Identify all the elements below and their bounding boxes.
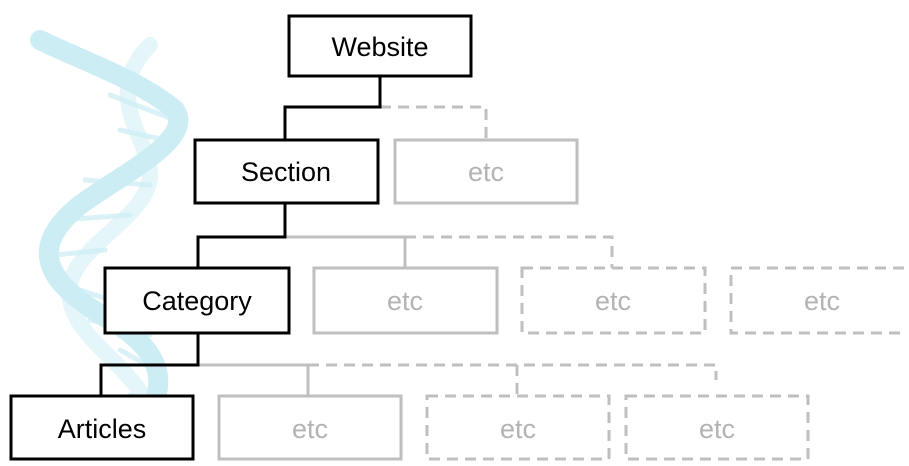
secondary-connectors bbox=[198, 105, 718, 396]
node-category-etc-1: etc bbox=[312, 266, 499, 335]
node-category-etc-3-label: etc bbox=[804, 286, 840, 316]
node-category-etc-1-label: etc bbox=[387, 286, 423, 316]
node-section-etc-label: etc bbox=[468, 157, 504, 187]
node-articles-etc-1-label: etc bbox=[292, 414, 328, 444]
node-category-etc-3: etc bbox=[729, 266, 904, 335]
node-category-label: Category bbox=[142, 286, 252, 316]
node-articles-label: Articles bbox=[58, 414, 147, 444]
node-website: Website bbox=[287, 14, 473, 78]
node-section: Section bbox=[193, 138, 380, 205]
node-section-label: Section bbox=[241, 157, 331, 187]
node-articles-etc-3-label: etc bbox=[699, 414, 735, 444]
primary-connectors bbox=[99, 76, 382, 396]
node-category-etc-2: etc bbox=[520, 266, 707, 335]
node-section-etc: etc bbox=[393, 138, 579, 205]
node-website-label: Website bbox=[331, 32, 428, 62]
node-articles: Articles bbox=[9, 394, 195, 461]
dna-helix-icon bbox=[30, 30, 188, 460]
node-articles-etc-3: etc bbox=[624, 394, 810, 461]
node-articles-etc-1: etc bbox=[217, 394, 403, 461]
node-category: Category bbox=[103, 266, 291, 335]
node-articles-etc-2-label: etc bbox=[500, 414, 536, 444]
node-category-etc-2-label: etc bbox=[595, 286, 631, 316]
node-articles-etc-2: etc bbox=[425, 394, 611, 461]
